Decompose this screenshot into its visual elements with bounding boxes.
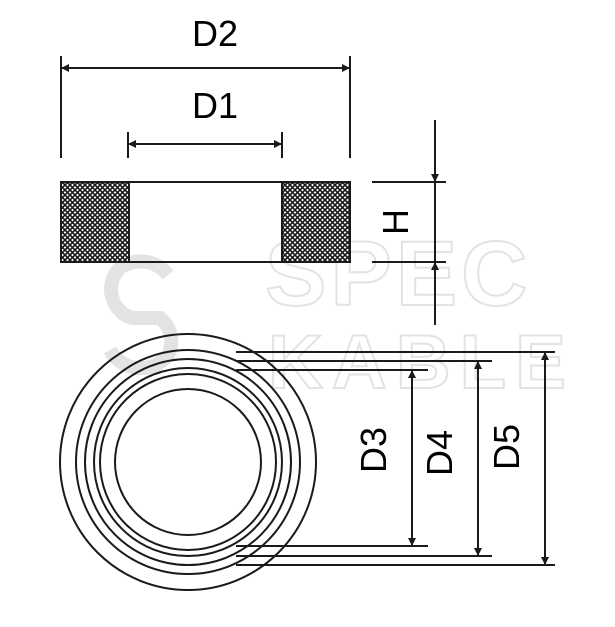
top-view-extension-lines xyxy=(236,351,555,566)
dimension-d5: D5 xyxy=(486,352,549,565)
ring-circle-3 xyxy=(93,367,283,557)
ring-circle-2 xyxy=(99,373,277,551)
ring-circle-5 xyxy=(75,349,301,575)
side-view-knurled-left xyxy=(60,181,130,263)
ring-circle-4 xyxy=(84,358,292,566)
dimension-d3: D3 xyxy=(353,370,416,546)
dimension-h: H xyxy=(372,120,446,325)
side-view xyxy=(60,181,351,263)
h-label: H xyxy=(375,209,416,235)
d3-label: D3 xyxy=(353,427,394,473)
dimension-d1: D1 xyxy=(127,85,283,158)
outer-circle xyxy=(59,333,317,591)
watermark-kable-text: KABLE xyxy=(268,320,575,405)
d4-label: D4 xyxy=(419,430,460,476)
dimension-d4: D4 xyxy=(419,361,482,556)
d2-label: D2 xyxy=(192,13,238,54)
d1-label: D1 xyxy=(192,85,238,126)
top-view xyxy=(59,333,317,591)
d5-label: D5 xyxy=(486,424,527,470)
side-view-knurled-right xyxy=(281,181,351,263)
dimension-d2: D2 xyxy=(60,13,351,158)
inner-bore-circle xyxy=(114,388,262,536)
